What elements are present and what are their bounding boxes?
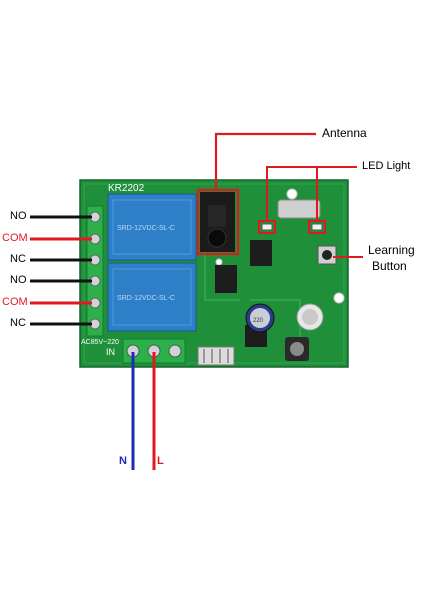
led-light-label: LED Light <box>362 160 411 172</box>
terminal-label-nc-1: NC <box>10 253 26 265</box>
power-wire-label-l: L <box>157 455 164 467</box>
capacitor-2 <box>296 303 324 331</box>
chip-2 <box>215 265 237 293</box>
terminal-label-no-2: NO <box>10 274 27 286</box>
led-1 <box>261 223 273 231</box>
capacitor-1 <box>245 303 275 333</box>
relay-terminal-strip <box>86 205 104 337</box>
regulator <box>197 346 235 366</box>
relay-1-label: SRD-12VDC-SL-C <box>117 225 175 232</box>
led-light-callout <box>258 166 357 234</box>
power-label: AC85V~220 <box>81 339 119 346</box>
terminal-label-com-2: COM <box>2 296 28 308</box>
antenna-label: Antenna <box>322 126 367 140</box>
terminal-label-nc-2: NC <box>10 317 26 329</box>
chip-1 <box>250 240 272 266</box>
antenna-module <box>200 192 235 252</box>
terminal-label-com-1: COM <box>2 232 28 244</box>
relay-2-label: SRD-12VDC-SL-C <box>117 295 175 302</box>
capacitor-label: 220 <box>253 318 264 324</box>
board-model: KR2202 <box>108 183 145 194</box>
relay-output-wires <box>30 215 92 326</box>
learning-button-label-line2: Button <box>372 259 407 273</box>
inductor <box>285 337 309 361</box>
power-wire-label-n: N <box>119 455 127 467</box>
terminal-label-no-1: NO <box>10 210 27 222</box>
learning-button <box>317 245 337 265</box>
input-label: IN <box>106 347 115 357</box>
relay-2 <box>107 262 197 332</box>
led-2 <box>311 223 323 231</box>
antenna-callout <box>196 132 316 256</box>
relay-1 <box>107 193 197 261</box>
crystal <box>277 199 321 219</box>
learning-button-label-line1: Learning <box>368 243 415 257</box>
